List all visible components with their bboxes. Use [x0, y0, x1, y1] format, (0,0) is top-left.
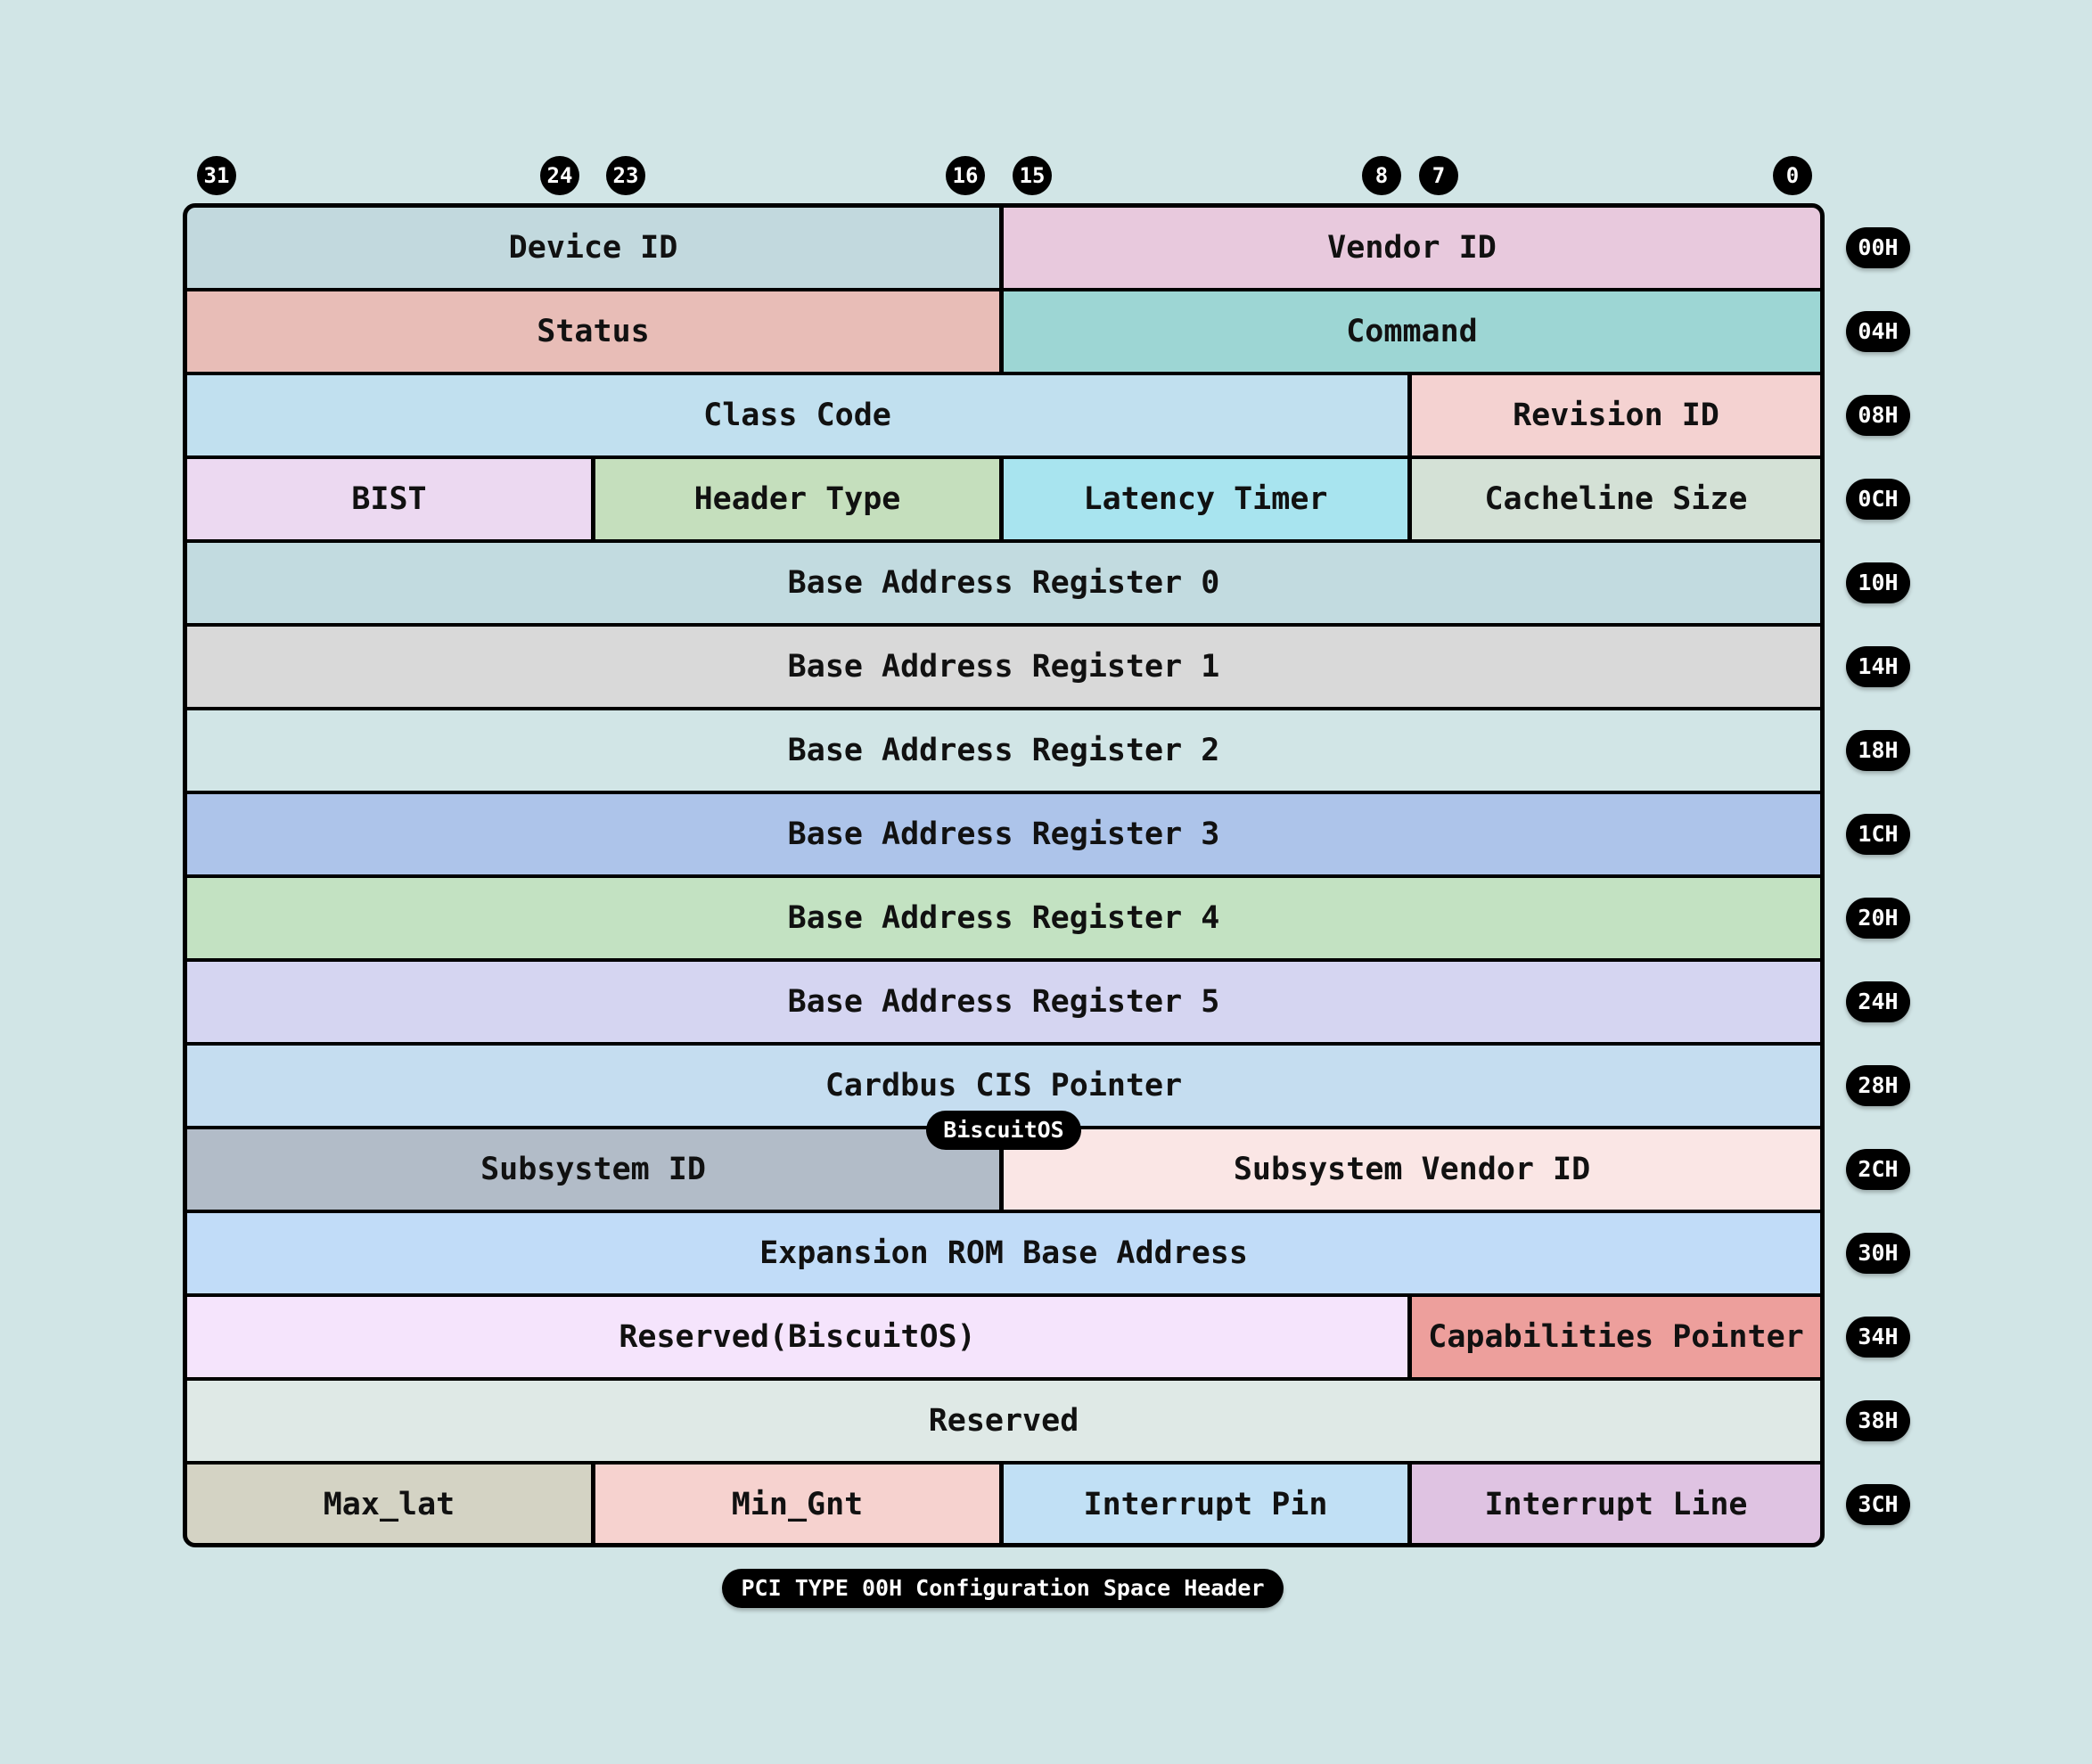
field-bar0: Base Address Register 0: [187, 543, 1820, 623]
register-row-10h: Base Address Register 0: [187, 543, 1820, 623]
offset-label-20h: 20H: [1846, 898, 1910, 939]
register-row-3ch: Max_lat Min_Gnt Interrupt Pin Interrupt …: [187, 1465, 1820, 1543]
field-expansion-rom-base-address: Expansion ROM Base Address: [187, 1213, 1820, 1293]
register-row-04h: Status Command: [187, 291, 1820, 372]
register-row-00h: Device ID Vendor ID: [187, 208, 1820, 288]
field-device-id: Device ID: [187, 208, 1004, 288]
offset-label-18h: 18H: [1846, 730, 1910, 771]
offset-label-28h: 28H: [1846, 1065, 1910, 1106]
field-capabilities-pointer: Capabilities Pointer: [1412, 1297, 1820, 1377]
register-row-18h: Base Address Register 2: [187, 710, 1820, 791]
field-subsystem-vendor-id: Subsystem Vendor ID: [1004, 1129, 1820, 1210]
biscuitos-badge: BiscuitOS: [926, 1111, 1081, 1150]
offset-label-34h: 34H: [1846, 1317, 1910, 1358]
offset-label-2ch: 2CH: [1846, 1149, 1910, 1190]
offset-label-00h: 00H: [1846, 227, 1910, 268]
bit-16-label: 16: [946, 156, 985, 195]
field-bar5: Base Address Register 5: [187, 962, 1820, 1042]
field-status: Status: [187, 291, 1004, 372]
field-interrupt-pin: Interrupt Pin: [1004, 1465, 1412, 1543]
register-row-30h: Expansion ROM Base Address: [187, 1213, 1820, 1293]
diagram-caption: PCI TYPE 00H Configuration Space Header: [722, 1569, 1284, 1608]
bit-24-label: 24: [540, 156, 579, 195]
register-row-2ch: Subsystem ID Subsystem Vendor ID: [187, 1129, 1820, 1210]
field-vendor-id: Vendor ID: [1004, 208, 1820, 288]
field-command: Command: [1004, 291, 1820, 372]
bit-15-label: 15: [1013, 156, 1052, 195]
register-row-1ch: Base Address Register 3: [187, 794, 1820, 874]
field-header-type: Header Type: [595, 459, 1004, 539]
field-subsystem-id: Subsystem ID: [187, 1129, 1004, 1210]
register-row-24h: Base Address Register 5: [187, 962, 1820, 1042]
register-row-0ch: BIST Header Type Latency Timer Cacheline…: [187, 459, 1820, 539]
offset-label-3ch: 3CH: [1846, 1484, 1910, 1525]
field-max-lat: Max_lat: [187, 1465, 595, 1543]
register-row-08h: Class Code Revision ID: [187, 375, 1820, 455]
offset-label-1ch: 1CH: [1846, 814, 1910, 855]
bit-7-label: 7: [1419, 156, 1458, 195]
field-class-code: Class Code: [187, 375, 1412, 455]
bit-31-label: 31: [197, 156, 236, 195]
offset-label-30h: 30H: [1846, 1233, 1910, 1274]
field-cacheline-size: Cacheline Size: [1412, 459, 1820, 539]
offset-label-0ch: 0CH: [1846, 479, 1910, 520]
field-bar2: Base Address Register 2: [187, 710, 1820, 791]
field-reserved-biscuitos: Reserved(BiscuitOS): [187, 1297, 1412, 1377]
bit-0-label: 0: [1773, 156, 1812, 195]
field-min-gnt: Min_Gnt: [595, 1465, 1004, 1543]
field-revision-id: Revision ID: [1412, 375, 1820, 455]
register-row-20h: Base Address Register 4: [187, 878, 1820, 958]
field-latency-timer: Latency Timer: [1004, 459, 1412, 539]
bit-23-label: 23: [606, 156, 645, 195]
offset-label-08h: 08H: [1846, 395, 1910, 436]
offset-label-38h: 38H: [1846, 1400, 1910, 1441]
field-reserved: Reserved: [187, 1381, 1820, 1461]
register-row-14h: Base Address Register 1: [187, 627, 1820, 707]
offset-label-24h: 24H: [1846, 981, 1910, 1022]
offset-label-14h: 14H: [1846, 646, 1910, 687]
register-row-38h: Reserved: [187, 1381, 1820, 1461]
field-interrupt-line: Interrupt Line: [1412, 1465, 1820, 1543]
register-row-34h: Reserved(BiscuitOS) Capabilities Pointer: [187, 1297, 1820, 1377]
bit-8-label: 8: [1362, 156, 1401, 195]
field-bist: BIST: [187, 459, 595, 539]
offset-label-04h: 04H: [1846, 311, 1910, 352]
config-space-table: Device ID Vendor ID Status Command Class…: [183, 203, 1825, 1547]
field-bar4: Base Address Register 4: [187, 878, 1820, 958]
field-bar3: Base Address Register 3: [187, 794, 1820, 874]
offset-label-10h: 10H: [1846, 562, 1910, 603]
field-bar1: Base Address Register 1: [187, 627, 1820, 707]
